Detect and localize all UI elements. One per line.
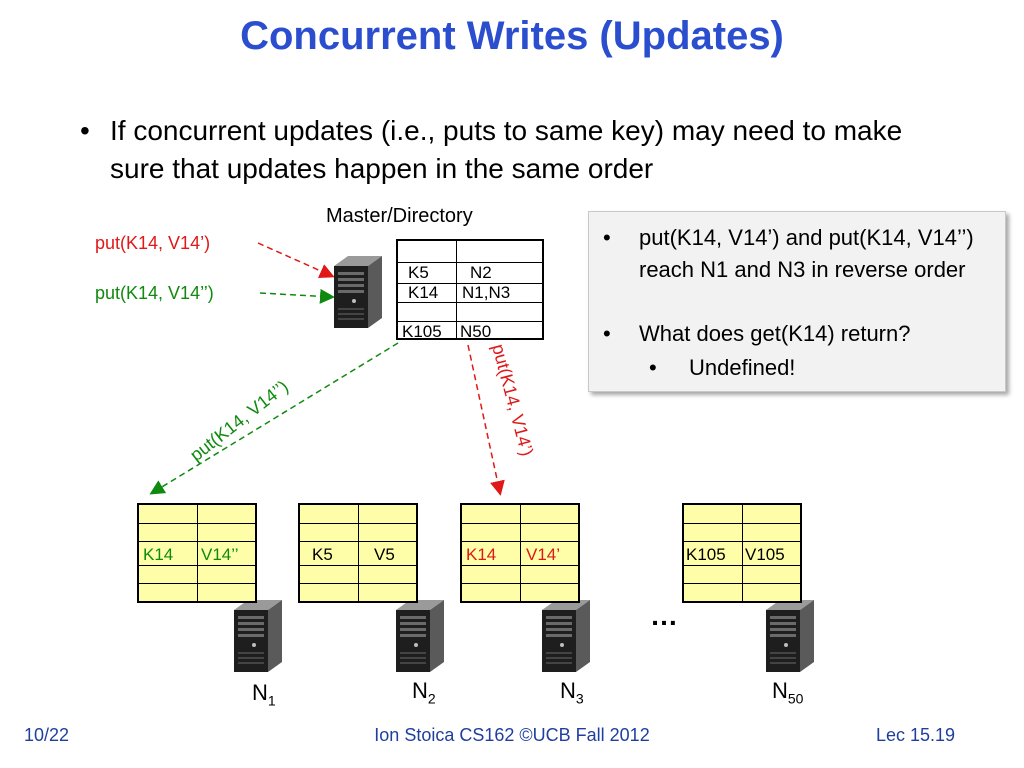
directory-table: K5 N2 K14 N1,N3 K105 N50 — [396, 239, 544, 341]
info-sub-bullet: • — [649, 355, 657, 380]
node-key: K105 — [686, 545, 726, 564]
dir-value: N50 — [460, 322, 492, 341]
node-value: V14’’ — [201, 545, 239, 564]
dir-value: N1,N3 — [462, 283, 511, 302]
info-bullet: • — [603, 225, 611, 250]
node-value: V105 — [745, 545, 785, 564]
node-label-n1: N1 — [252, 680, 276, 709]
info-text: Undefined! — [689, 355, 796, 380]
n1-server-icon — [234, 600, 282, 672]
master-server-icon — [334, 256, 382, 328]
node-key: K14 — [466, 545, 497, 564]
dir-key: K105 — [402, 322, 442, 341]
dir-key: K5 — [408, 263, 429, 282]
info-text: What does get(K14) return? — [639, 321, 911, 346]
dir-key: K14 — [408, 283, 439, 302]
n3-server-icon — [542, 600, 590, 672]
footer-lecture: Lec 15.19 — [876, 725, 956, 745]
node-key: K14 — [143, 545, 174, 564]
node-label-n3: N3 — [560, 678, 584, 707]
node-table-n50: K105 V105 — [682, 503, 802, 603]
node-value: V14’ — [526, 545, 561, 564]
node-table-n1: K14 V14’’ — [137, 503, 257, 603]
node-value: V5 — [374, 545, 395, 564]
more-nodes-ellipsis: … — [650, 600, 678, 631]
node-table-n2: K5 V5 — [298, 503, 418, 603]
info-box: • put(K14, V14’) and put(K14, V14’’) rea… — [588, 211, 1006, 392]
arrow-master-to-n1 — [149, 342, 399, 495]
arrow-master-to-n3 — [467, 344, 505, 496]
dir-value: N2 — [470, 263, 492, 282]
incoming-put-red: put(K14, V14’) — [95, 233, 211, 253]
slide-title: Concurrent Writes (Updates) — [240, 14, 784, 58]
node-label-n2: N2 — [412, 678, 436, 707]
node-table-n3: K14 V14’ — [460, 503, 580, 603]
arrow-put2-to-master — [259, 288, 335, 304]
master-directory-label: Master/Directory — [326, 205, 473, 227]
n50-server-icon — [766, 600, 814, 672]
n2-server-icon — [396, 600, 444, 672]
incoming-put-green: put(K14, V14’’) — [95, 283, 214, 303]
info-bullet: • — [603, 321, 611, 346]
bullet-text: If concurrent updates (i.e., puts to sam… — [110, 115, 903, 184]
node-label-n50: N50 — [772, 678, 804, 707]
footer-page-number: 10/22 — [24, 725, 70, 745]
arrow-put1-to-master — [257, 242, 335, 278]
bullet-dot: • — [80, 115, 90, 146]
info-text: put(K14, V14’) and put(K14, V14’’) reach… — [639, 225, 974, 282]
node-key: K5 — [312, 545, 333, 564]
footer-center: Ion Stoica CS162 ©UCB Fall 2012 — [374, 725, 650, 745]
